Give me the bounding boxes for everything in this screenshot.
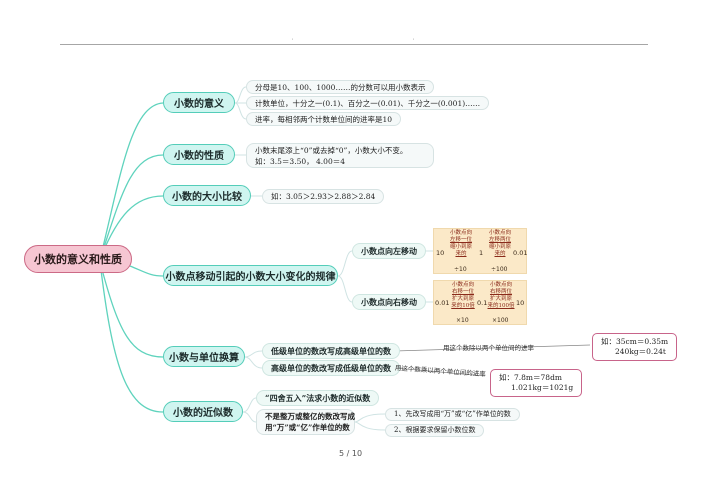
step-1-node[interactable]: 1、先改写成用“万”或“亿”作单位的数 — [385, 408, 520, 421]
topic-label: 小数的意义 — [174, 99, 224, 110]
topic-label: 小数点移动引起的小数大小变化的规律 — [165, 272, 336, 283]
node-text: 高级单位的数改写成低级单位的数 — [271, 362, 391, 373]
node-text: 1、先改写成用“万”或“亿”作单位的数 — [394, 410, 511, 418]
shift-left-illustration: 10 1 0.01 小数点向 左移一位 缩小到原 来的 ÷10 小数点向 左移两… — [433, 228, 527, 274]
topic-label: 小数的大小比较 — [172, 192, 242, 203]
panel-cell: 小数点向 左移两位 缩小到原 来的 — [488, 230, 511, 257]
shift-right-illustration: 0.01 0.1 10 小数点向 右移一位 扩大到原 来的10倍 ×10 小数点… — [433, 280, 527, 325]
topic-label: 小数的近似数 — [173, 408, 233, 419]
header-tick-mark: ' — [292, 38, 294, 44]
topic-decimal-property[interactable]: 小数的性质 — [163, 144, 235, 165]
node-text: “四舍五入”法求小数的近似数 — [265, 392, 371, 403]
header-tick-mark: ' — [413, 38, 415, 44]
node-text: 2、根据要求保留小数位数 — [394, 426, 476, 434]
node-text: 低级单位的数改写成高级单位的数 — [271, 345, 391, 356]
panel-cell: 小数点向 右移一位 扩大到原 来的10倍 — [451, 282, 475, 309]
rewrite-large-number-node[interactable]: 不是整万或整亿的数改写成 用“万”或“亿”作单位的数 — [256, 409, 355, 435]
panel-multiplier: ÷100 — [491, 266, 508, 273]
topic-decimal-meaning[interactable]: 小数的意义 — [163, 92, 235, 113]
page-top-rule — [60, 44, 648, 45]
high-to-low-unit-node[interactable]: 高级单位的数改写成低级单位的数 — [262, 360, 400, 376]
page-number: 5 / 10 — [339, 449, 363, 458]
panel-multiplier: ×100 — [492, 317, 509, 324]
rounding-method-node[interactable]: “四舍五入”法求小数的近似数 — [256, 390, 380, 406]
node-text-line: 用“万”或“亿”作单位的数 — [265, 423, 350, 432]
meaning-fraction-node[interactable]: 分母是10、100、1000……的分数可以用小数表示 — [246, 80, 435, 94]
meaning-rate-node[interactable]: 进率，每相邻两个计数单位间的进率是10 — [246, 112, 402, 126]
low-to-high-example-note: 如：35cm＝0.35m 240kg＝0.24t — [592, 333, 678, 361]
step-2-node[interactable]: 2、根据要求保留小数位数 — [385, 424, 485, 437]
topic-decimal-point-shift[interactable]: 小数点移动引起的小数大小变化的规律 — [163, 265, 338, 286]
panel-number: 10 — [436, 249, 445, 257]
node-text: 分母是10、100、1000……的分数可以用小数表示 — [255, 82, 426, 92]
panel-number: 0.1 — [477, 299, 488, 307]
node-text: 如：3.05＞2.93＞2.88＞2.84 — [271, 192, 376, 201]
shift-right-node[interactable]: 小数点向右移动 — [352, 294, 426, 310]
node-text: 计数单位，十分之一(0.1)、百分之一(0.01)、千分之一(0.001)…… — [255, 98, 481, 108]
topic-unit-conversion[interactable]: 小数与单位换算 — [163, 346, 245, 367]
root-node[interactable]: 小数的意义和性质 — [24, 245, 132, 273]
root-label: 小数的意义和性质 — [34, 253, 122, 266]
node-text: 小数点向左移动 — [361, 245, 417, 256]
panel-number: 1 — [479, 249, 484, 257]
panel-number: 10 — [516, 299, 525, 307]
panel-multiplier: ×10 — [456, 317, 469, 324]
topic-approximate-number[interactable]: 小数的近似数 — [163, 401, 243, 422]
low-to-high-unit-node[interactable]: 低级单位的数改写成高级单位的数 — [262, 343, 400, 359]
panel-cell: 小数点向 左移一位 缩小到原 来的 — [449, 230, 472, 257]
panel-number: 0.01 — [435, 299, 450, 307]
property-rule-node[interactable]: 小数末尾添上“0”或去掉“0”，小数大小不变。 如：3.5＝3.50， 4.00… — [246, 143, 434, 168]
node-text: 进率，每相邻两个计数单位间的进率是10 — [255, 114, 393, 124]
panel-multiplier: ÷10 — [454, 266, 467, 273]
high-to-low-example-note: 如：7.8m＝78dm 1.021kg＝1021g — [490, 369, 583, 397]
node-text-line: 不是整万或整亿的数改写成 — [265, 412, 355, 421]
topic-label: 小数与单位换算 — [169, 353, 239, 364]
meaning-counting-unit-node[interactable]: 计数单位，十分之一(0.1)、百分之一(0.01)、千分之一(0.001)…… — [246, 96, 490, 110]
node-text-line: 小数末尾添上“0”或去掉“0”，小数大小不变。 — [255, 145, 408, 155]
topic-label: 小数的性质 — [174, 151, 224, 162]
node-text-line: 如：3.5＝3.50， 4.00＝4 — [255, 156, 345, 166]
divide-by-rate-label: 用这个数除以两个单位间的进率 — [443, 344, 534, 352]
comparison-example-node[interactable]: 如：3.05＞2.93＞2.88＞2.84 — [262, 189, 385, 204]
shift-left-node[interactable]: 小数点向左移动 — [352, 243, 426, 259]
node-text: 小数点向右移动 — [361, 296, 417, 307]
panel-cell: 小数点向 右移两位 扩大到原 来的100倍 — [487, 282, 515, 309]
panel-number: 0.01 — [513, 249, 528, 257]
topic-decimal-comparison[interactable]: 小数的大小比较 — [163, 185, 251, 206]
